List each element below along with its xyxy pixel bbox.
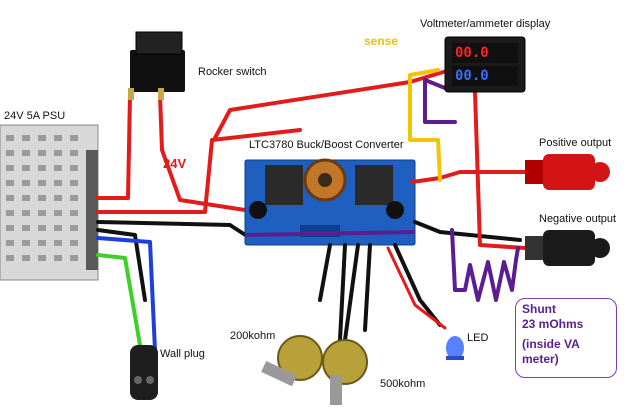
- led-wire-red: [386, 246, 447, 330]
- pot-500k-label: 500kohm: [380, 378, 426, 390]
- volt-amp-display: [444, 36, 526, 93]
- sense-label: sense: [364, 34, 399, 48]
- pot-wire: [318, 243, 332, 302]
- display-label: Voltmeter/ammeter display: [420, 18, 551, 30]
- current-readout: 00.0: [455, 68, 489, 84]
- output-wires: [213, 68, 527, 342]
- negative-output-label: Negative output: [539, 213, 617, 225]
- voltage-readout: 00.0: [455, 45, 489, 61]
- rocker-switch: [128, 31, 185, 100]
- red-wire-psu-switch: [96, 93, 132, 200]
- led-wire: [393, 243, 442, 327]
- wall-plug-label: Wall plug: [160, 348, 205, 360]
- black-wire-negative-output: [413, 220, 522, 242]
- psu-label: 24V 5A PSU: [4, 110, 66, 122]
- capacitor: [386, 201, 404, 219]
- pot-wire: [363, 243, 372, 332]
- psu-case: [0, 124, 99, 281]
- pot-wire: [343, 243, 360, 342]
- shunt-line2: 23 mOhms: [522, 317, 584, 331]
- psu-vent-holes: [6, 135, 78, 261]
- potentiometer-200k: [261, 335, 323, 387]
- shunt-line1: Shunt: [522, 302, 556, 316]
- psu-unit: [0, 124, 99, 281]
- capacitor: [249, 201, 267, 219]
- pot-wire: [338, 243, 347, 342]
- shunt-line4: meter): [522, 352, 559, 366]
- potentiometer-500k: [322, 339, 368, 405]
- wall-plug: [130, 345, 158, 400]
- positive-terminal: [525, 154, 610, 190]
- led-label: LED: [467, 332, 489, 344]
- converter-label: LTC3780 Buck/Boost Converter: [249, 139, 404, 151]
- psu-wires: [96, 93, 302, 352]
- psu-terminal-block: [86, 150, 98, 270]
- converter-board: [244, 158, 416, 246]
- shunt-line3: (inside VA: [522, 337, 580, 351]
- red-wire-display-power: [213, 68, 452, 140]
- shunt-resistor: [450, 228, 520, 302]
- blue-wire-psu-plug: [96, 236, 157, 352]
- heatsink-left: [265, 165, 303, 205]
- purple-wire-display: [423, 78, 457, 124]
- red-wire-switch-converter: [158, 93, 247, 212]
- led: [446, 336, 464, 360]
- rocker-switch-label: Rocker switch: [198, 66, 267, 78]
- voltage-label: 24V: [163, 156, 187, 171]
- red-wire-positive-output: [410, 170, 527, 184]
- pot-200k-label: 200kohm: [230, 330, 276, 342]
- yellow-sense-wire: [408, 68, 442, 182]
- green-wire-psu-plug: [96, 253, 142, 347]
- red-wire-psu-converter: [96, 128, 302, 214]
- positive-output-label: Positive output: [539, 137, 612, 149]
- black-wire-psu-converter: [96, 220, 252, 240]
- purple-wire-board: [244, 230, 416, 237]
- negative-terminal: [525, 230, 610, 266]
- shunt-callout: Shunt 23 mOhms (inside VA meter): [515, 298, 617, 378]
- red-wire-display-negative: [473, 90, 527, 250]
- heatsink-right: [355, 165, 393, 205]
- black-wire-psu-plug: [96, 228, 147, 302]
